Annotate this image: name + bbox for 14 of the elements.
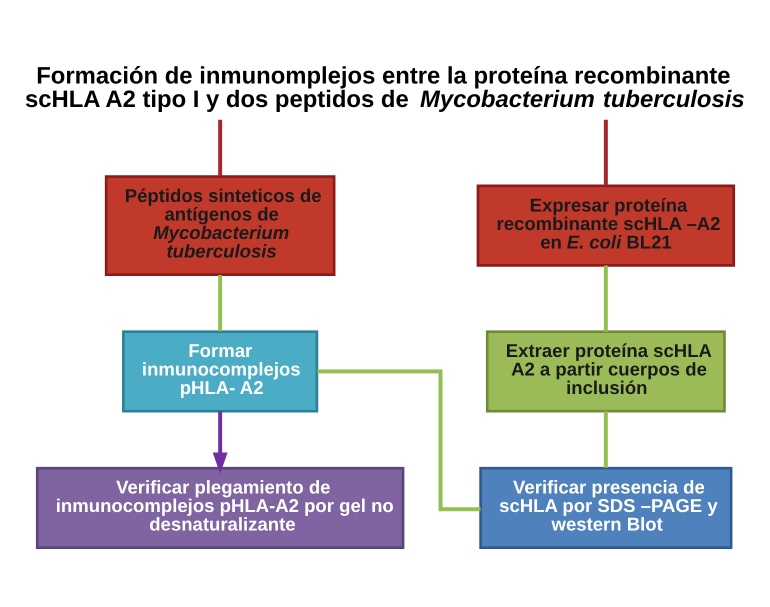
node-box: Expresar proteína recombinante scHLA –A2 en E. coli BL21 — [476, 184, 735, 266]
node-box: Extraer proteína scHLA A2 a partir cuerpos de inclusión — [485, 330, 726, 412]
connector — [603, 264, 608, 332]
arrow — [212, 410, 228, 474]
node-box: Verificar plegamiento de inmunocomplejos pHLA-A2 por gel no desnaturalizante — [35, 466, 404, 549]
node-box: Péptidos sinteticos de antígenos de Mycobacterium tuberculosis — [104, 174, 335, 276]
connector — [218, 119, 222, 176]
node-box: Verificar presencia de scHLA por SDS –PAGE y western Blot — [478, 466, 732, 549]
connector — [218, 274, 222, 331]
node-box: Formar inmunocomplejos pHLA- A2 — [122, 330, 318, 412]
connector — [603, 119, 608, 185]
diagram-title: Formación de inmunomplejos entre la proteína recombinante scHLA A2 tipo I y dos peptidos de Mycobacterium tuberculosis — [24, 62, 744, 113]
connector — [316, 368, 480, 511]
connector — [603, 410, 608, 468]
